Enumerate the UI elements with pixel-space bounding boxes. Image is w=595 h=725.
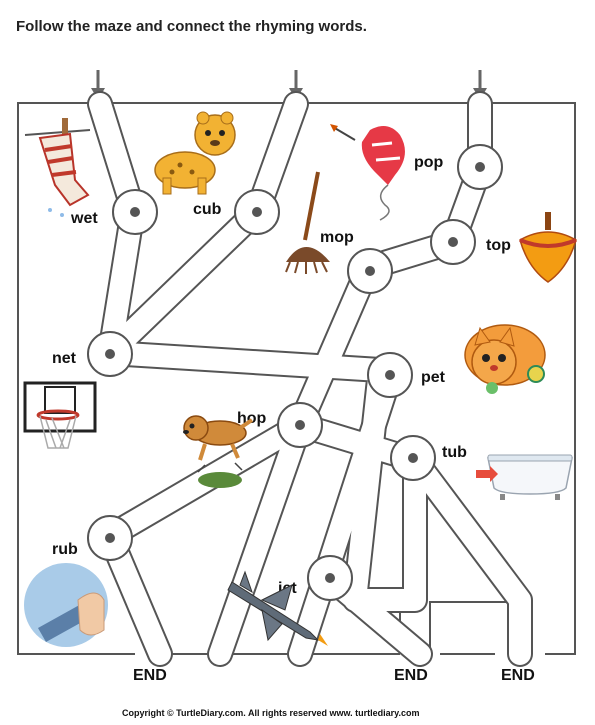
instruction-text: Follow the maze and connect the rhyming …	[16, 18, 367, 35]
cub-icon	[154, 111, 236, 195]
word-wet: wet	[70, 210, 98, 227]
mop-icon	[285, 171, 330, 274]
node-net[interactable]	[87, 331, 133, 377]
end-label-3: END	[501, 667, 535, 684]
rubbing-hand-icon	[24, 563, 108, 647]
jet-plane-icon	[227, 570, 328, 646]
word-rub: rub	[52, 541, 78, 558]
word-top: top	[486, 237, 511, 254]
node-cub[interactable]	[234, 189, 280, 235]
node-mop[interactable]	[347, 248, 393, 294]
word-labels: wet cub mop pop top net pet hop tub rub …	[52, 154, 511, 597]
node-wet[interactable]	[112, 189, 158, 235]
maze-nodes	[87, 144, 503, 601]
node-jet[interactable]	[307, 555, 353, 601]
wet-sock-icon	[24, 118, 91, 217]
node-pop[interactable]	[457, 144, 503, 190]
basketball-net-icon	[23, 381, 97, 449]
word-pop: pop	[414, 154, 444, 171]
node-hop[interactable]	[277, 402, 323, 448]
word-pet: pet	[421, 369, 446, 386]
bathtub-icon	[476, 454, 573, 500]
word-hop: hop	[237, 410, 267, 427]
end-label-1: END	[133, 667, 167, 684]
word-mop: mop	[320, 229, 354, 246]
end-label-2: END	[394, 667, 428, 684]
node-rub[interactable]	[87, 515, 133, 561]
copyright-text: Copyright © TurtleDiary.com. All rights …	[122, 708, 420, 718]
node-top[interactable]	[430, 219, 476, 265]
end-labels: END END END	[133, 667, 535, 684]
word-tub: tub	[442, 444, 467, 461]
spinning-top-icon	[519, 212, 577, 283]
hopping-dog-icon	[183, 415, 254, 488]
word-cub: cub	[193, 201, 222, 218]
maze-border	[17, 102, 576, 655]
pet-cat-icon	[464, 324, 546, 394]
popped-balloon-icon	[330, 124, 405, 221]
node-tub[interactable]	[390, 435, 436, 481]
node-pet[interactable]	[367, 352, 413, 398]
word-net: net	[52, 350, 77, 367]
